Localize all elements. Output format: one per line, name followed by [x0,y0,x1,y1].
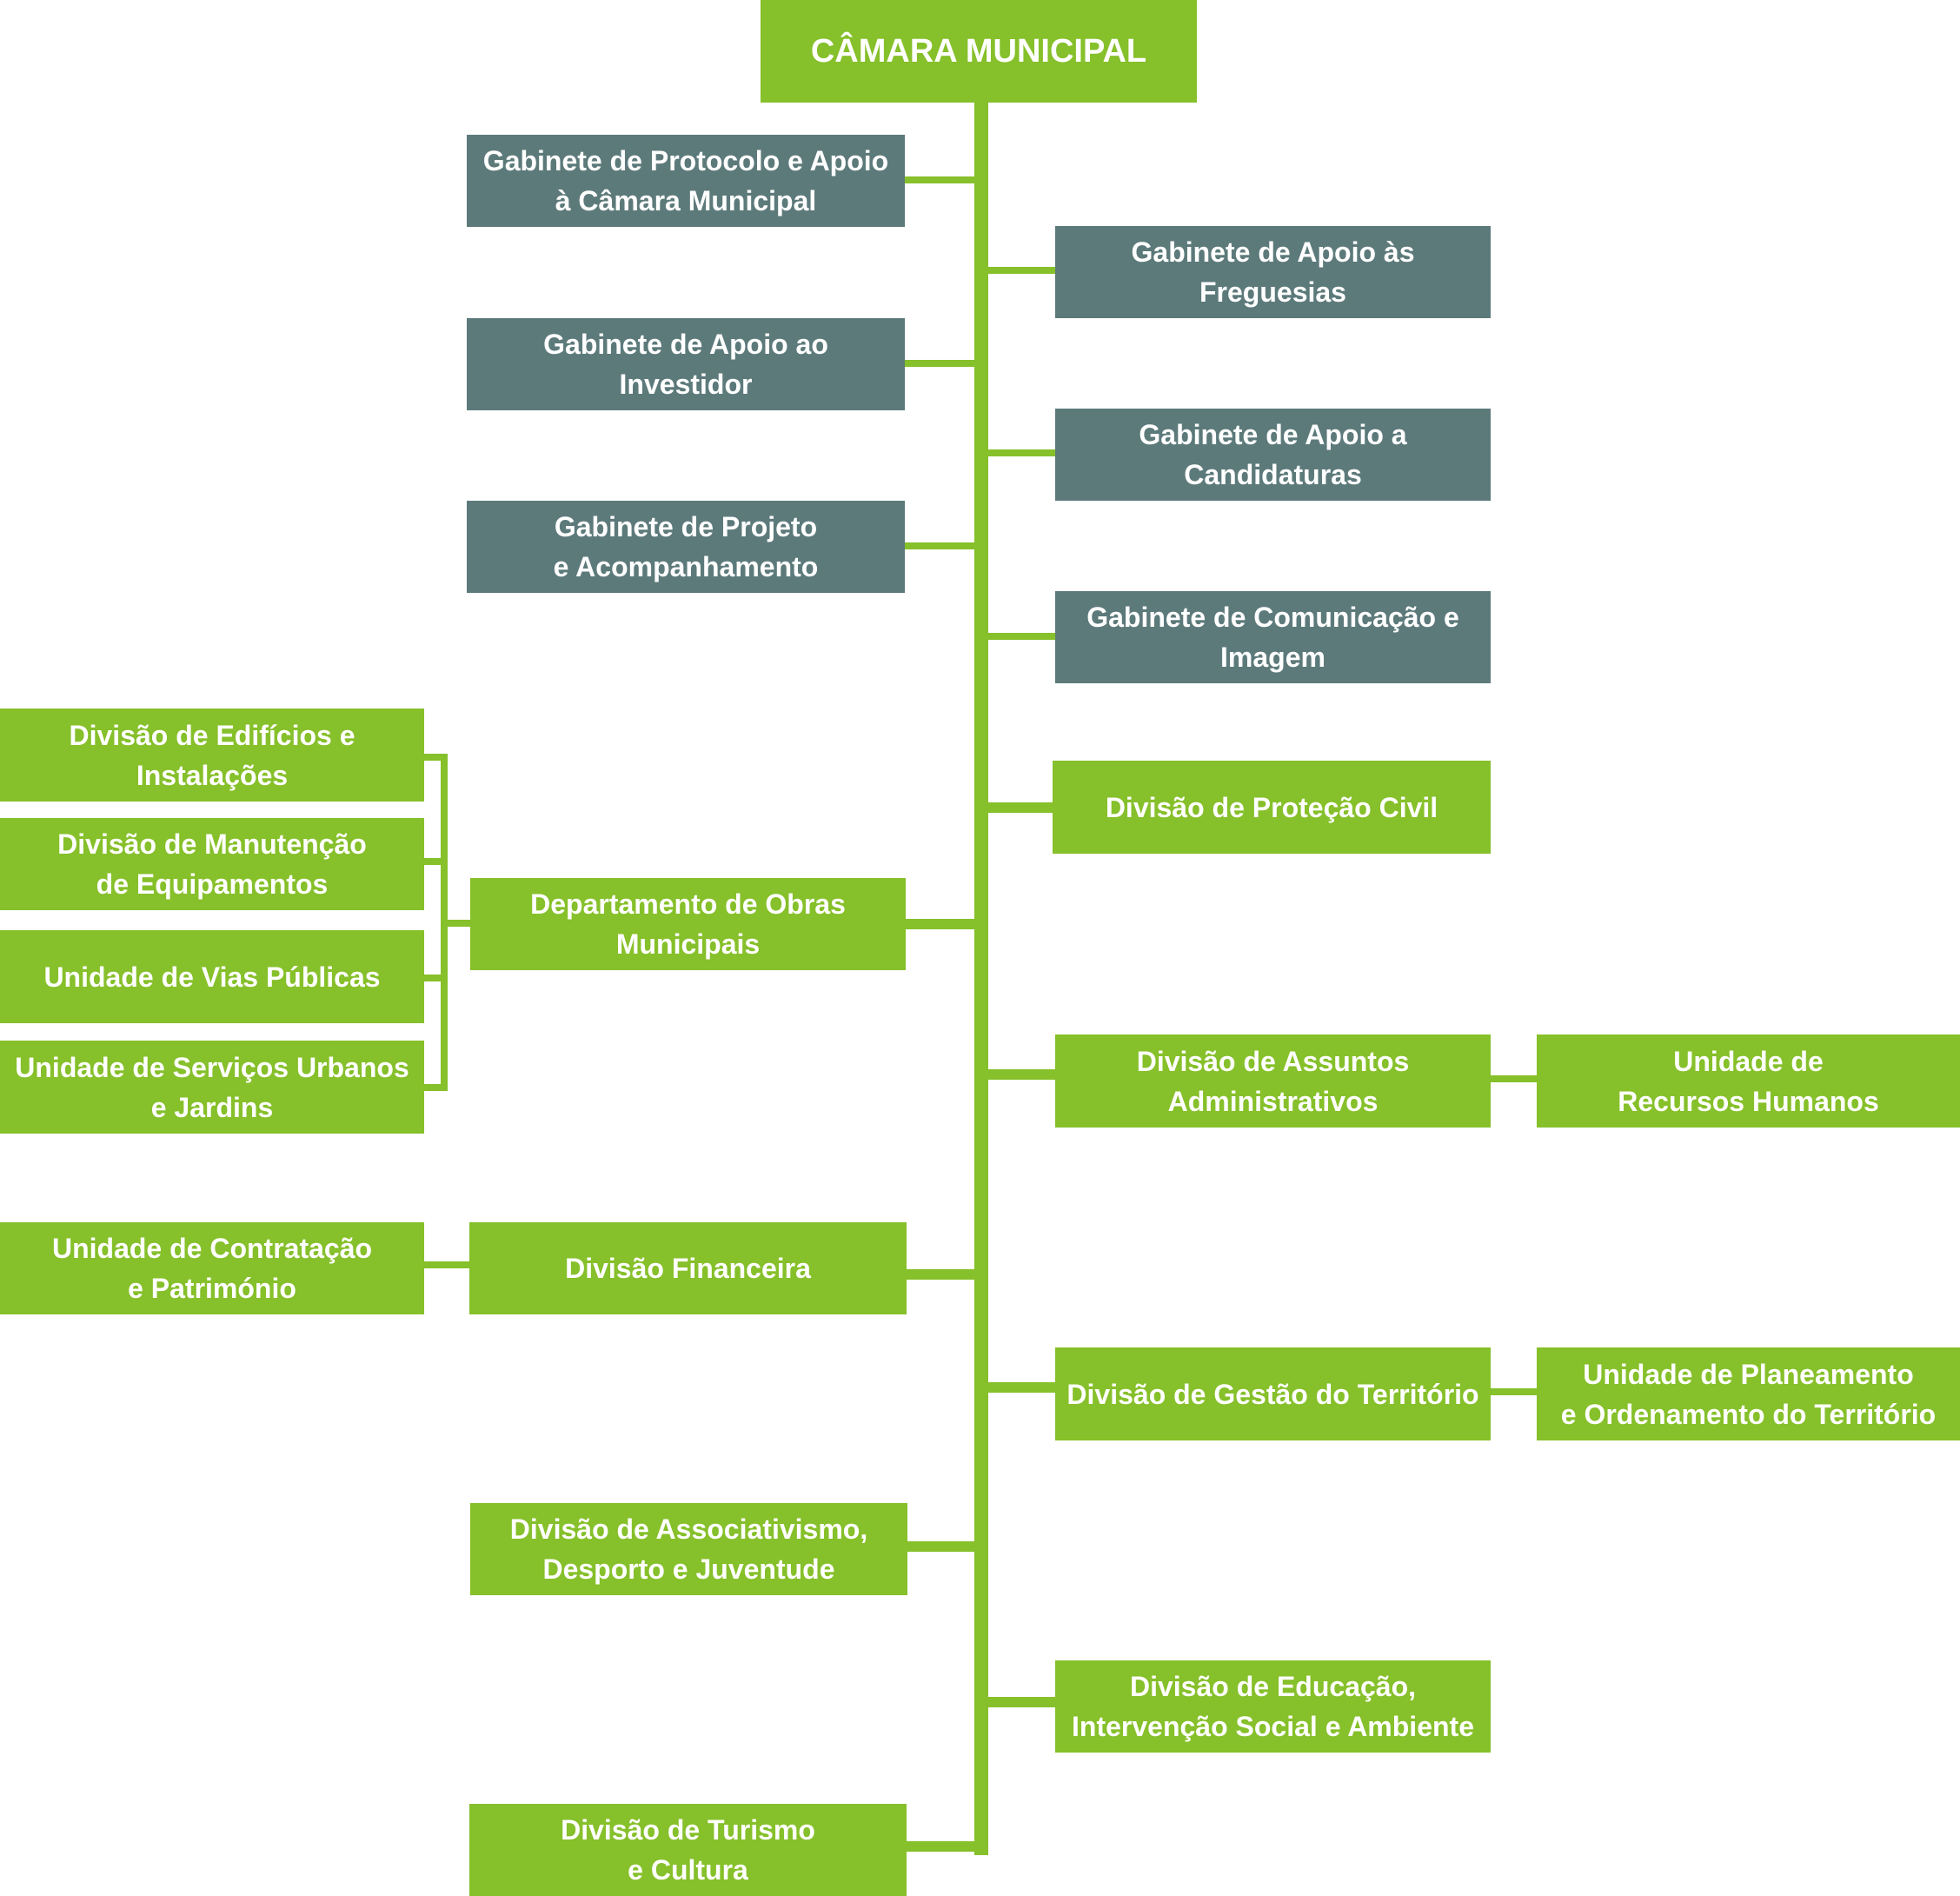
office-projeto: Gabinete de Projeto e Acompanhamento [467,501,905,593]
office-comunicacao: Gabinete de Comunicação e Imagem [1055,591,1491,683]
unit-vias-publicas: Unidade de Vias Públicas [0,930,424,1023]
division-associativismo: Divisão de Associativismo, Desporto e Ju… [470,1503,907,1595]
unit-planeamento: Unidade de Planeamento e Ordenamento do … [1537,1347,1960,1440]
connector-obras-bracket-horizontal [448,920,472,927]
office-investidor: Gabinete de Apoio ao Investidor [467,318,905,410]
connector-obras-bracket-vertical [441,754,448,1091]
connector-gestao-territorio [986,1382,1056,1393]
division-financeira: Divisão Financeira [469,1222,907,1314]
unit-contratacao: Unidade de Contratação e Património [0,1222,424,1314]
division-obras: Departamento de Obras Municipais [470,878,906,970]
office-candidaturas: Gabinete de Apoio a Candidaturas [1055,409,1491,501]
main-trunk-line [974,102,988,1855]
connector-comunicacao [986,633,1056,640]
connector-protecao-civil [986,802,1053,813]
office-protocolo: Gabinete de Protocolo e Apoio à Câmara M… [467,135,905,227]
office-freguesias: Gabinete de Apoio às Freguesias [1055,226,1491,318]
connector-turismo [906,1841,977,1852]
connector-projeto [904,542,977,549]
unit-edificios: Divisão de Edifícios e Instalações [0,709,424,802]
connector-edificios [423,754,442,761]
division-protecao-civil: Divisão de Proteção Civil [1053,761,1491,854]
division-assuntos-admin: Divisão de Assuntos Administrativos [1055,1034,1491,1128]
connector-obras [904,919,977,929]
division-educacao: Divisão de Educação, Intervenção Social … [1055,1660,1491,1753]
connector-investidor [904,360,977,367]
connector-planeamento [1490,1388,1538,1395]
connector-educacao [986,1697,1056,1707]
connector-candidaturas [986,449,1056,456]
connector-contratacao [423,1261,470,1268]
connector-associativismo [907,1541,977,1552]
connector-financeira [906,1269,977,1280]
unit-recursos-humanos: Unidade de Recursos Humanos [1537,1034,1960,1128]
connector-recursos-humanos [1490,1075,1538,1082]
connector-manutencao [423,858,442,865]
division-turismo: Divisão de Turismo e Cultura [469,1804,907,1896]
division-gestao-territorio: Divisão de Gestão do Território [1055,1347,1491,1440]
root-camara-municipal: CÂMARA MUNICIPAL [761,0,1197,103]
connector-vias-publicas [423,975,442,981]
connector-freguesias [986,267,1056,274]
connector-assuntos-admin [986,1069,1056,1080]
unit-servicos-urbanos: Unidade de Serviços Urbanos e Jardins [0,1041,424,1134]
connector-protocolo [904,176,977,183]
connector-servicos-urbanos [423,1084,442,1091]
unit-manutencao: Divisão de Manutenção de Equipamentos [0,818,424,910]
